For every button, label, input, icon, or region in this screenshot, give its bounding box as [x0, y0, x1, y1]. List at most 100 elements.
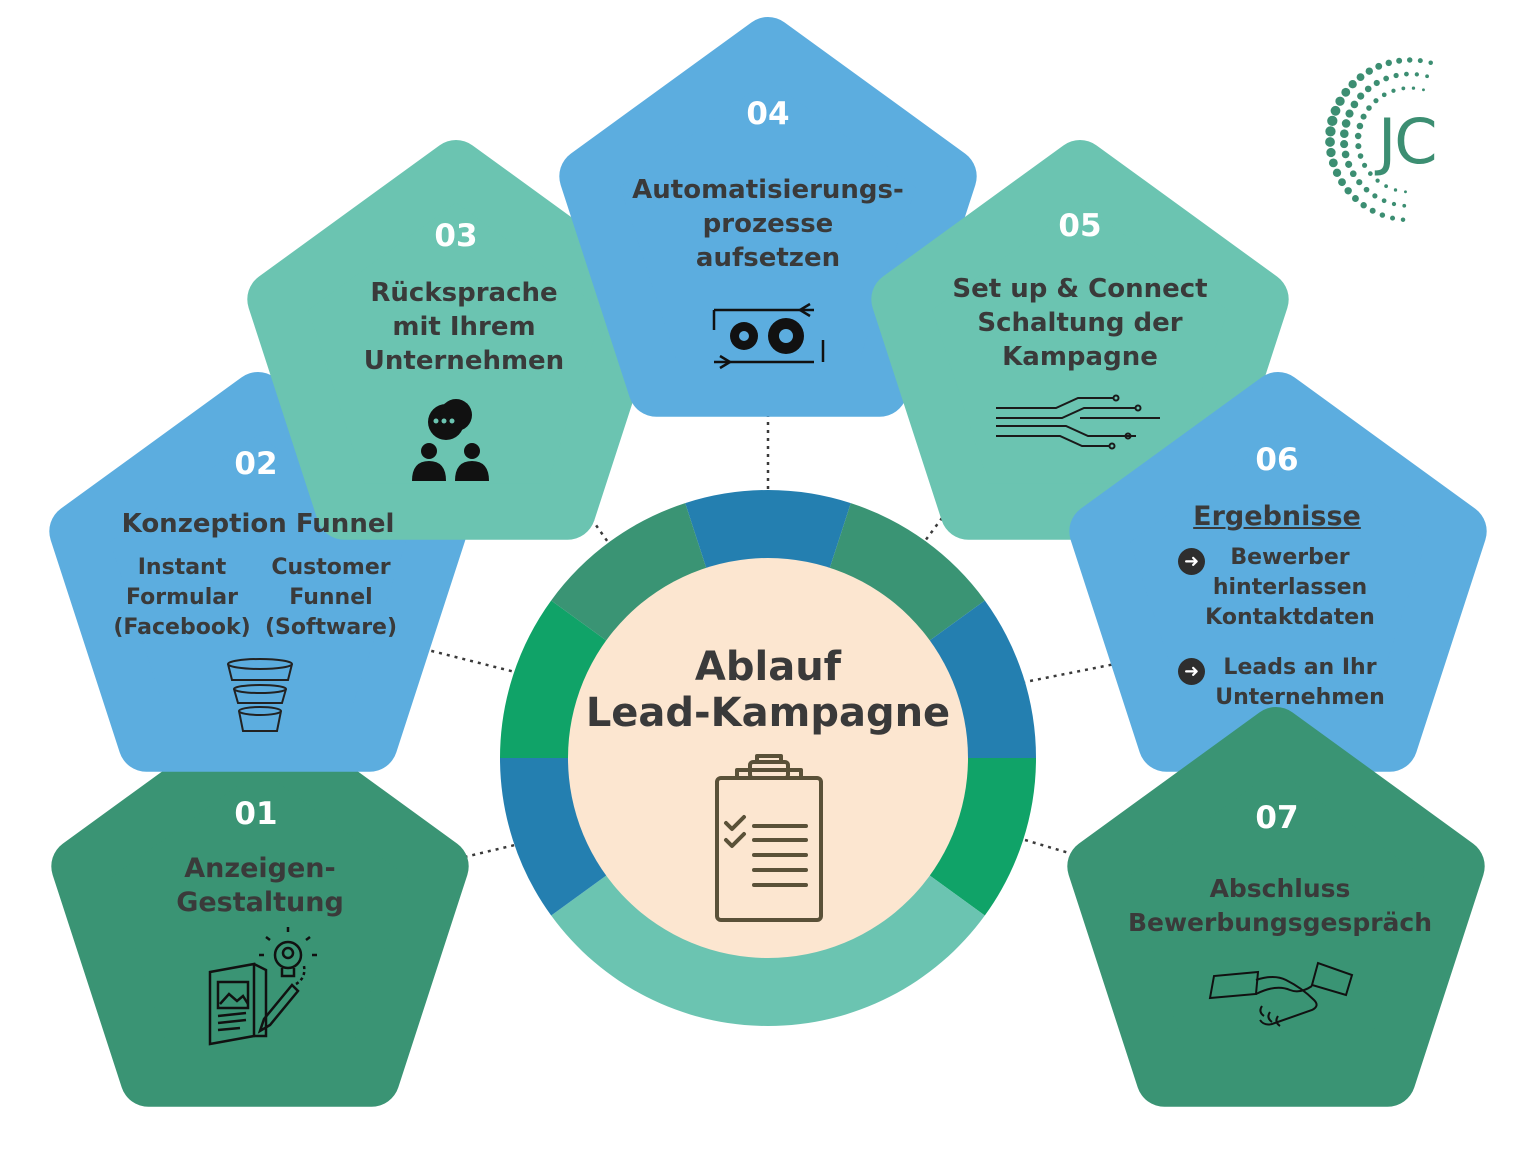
- logo-dot: [1404, 190, 1407, 194]
- logo-dot: [1401, 86, 1406, 91]
- logo-dot: [1425, 74, 1429, 79]
- logo-dot: [1422, 88, 1425, 92]
- logo-dot: [1348, 80, 1357, 89]
- logo-dot: [1335, 96, 1345, 106]
- logo-dot: [1396, 57, 1403, 64]
- gears-icon: [712, 302, 825, 370]
- step-06-bullet-1-text: Bewerber hinterlassen Kontaktdaten: [1205, 545, 1375, 630]
- logo-dot: [1365, 67, 1373, 75]
- logo-dot: [1357, 153, 1364, 159]
- logo-dot: [1369, 207, 1376, 214]
- ring-segment: [500, 758, 608, 916]
- step-04-title: Automatisierungs- prozesse aufsetzen: [632, 175, 904, 273]
- step-01-number: 01: [234, 796, 278, 832]
- pentagon-step-07: [1067, 707, 1485, 1107]
- step-02-number: 02: [234, 446, 278, 482]
- logo-dot: [1411, 86, 1416, 90]
- logo-dot: [1367, 171, 1373, 176]
- logo-dot: [1338, 178, 1346, 187]
- step-02-option-right: Customer Funnel (Software): [264, 555, 398, 640]
- step-02-option-left: Instant Formular (Facebook): [113, 555, 251, 640]
- logo-dot: [1379, 212, 1386, 218]
- logo-dot: [1383, 75, 1389, 82]
- step-06-title: Ergebnisse: [1193, 501, 1361, 532]
- ring-segment: [829, 503, 985, 642]
- circuit-icon: [996, 394, 1160, 450]
- logo-dot: [1345, 109, 1354, 118]
- logo-dot: [1345, 160, 1353, 168]
- logo-dot: [1384, 184, 1388, 189]
- handshake-icon: [1208, 961, 1354, 1027]
- logo-dot: [1393, 188, 1398, 192]
- step-05-title: Set up & Connect Schaltung der Kampagne: [952, 274, 1208, 372]
- logo-dot: [1400, 217, 1406, 222]
- ring-segment: [928, 758, 1036, 916]
- logo-dot: [1428, 60, 1433, 65]
- logo-dot: [1344, 187, 1352, 195]
- logo-dot: [1340, 140, 1349, 149]
- logo-dot: [1393, 72, 1399, 79]
- logo-dot: [1360, 202, 1367, 209]
- logo-dot: [1363, 186, 1370, 193]
- logo-dot: [1341, 150, 1350, 159]
- logo-dot: [1350, 100, 1359, 109]
- logo-dot: [1351, 195, 1359, 202]
- logo-dot: [1355, 143, 1362, 150]
- step-03-title: Rücksprache mit Ihrem Unternehmen: [363, 278, 565, 376]
- ring-segment: [685, 490, 851, 570]
- ring-segment: [551, 503, 707, 642]
- logo-dot: [1373, 98, 1379, 104]
- logo-dot: [1391, 88, 1396, 93]
- funnel-icon: [227, 658, 293, 732]
- pentagon-step-01: [51, 707, 469, 1107]
- logo-dot: [1340, 129, 1349, 138]
- logo-dot: [1325, 126, 1336, 137]
- logo-dot: [1364, 85, 1372, 93]
- clipboard-icon: [715, 754, 823, 922]
- logo-dot: [1328, 158, 1338, 168]
- ring-segment: [928, 600, 1036, 758]
- logo-dot: [1326, 147, 1336, 158]
- ring: [500, 490, 1036, 1026]
- step-06-bullet-2: ➜ Leads an Ihr Unternehmen: [1170, 653, 1430, 713]
- step-07-number: 07: [1255, 800, 1299, 836]
- logo-dot: [1325, 137, 1335, 147]
- logo-dot: [1341, 119, 1351, 128]
- logo-dot: [1404, 71, 1409, 77]
- ad-design-icon: [208, 927, 317, 1046]
- logo-dot: [1375, 62, 1383, 70]
- step-06-bullet-1: ➜ Bewerber hinterlassen Kontaktdaten: [1160, 543, 1420, 633]
- step-05-number: 05: [1058, 208, 1102, 244]
- logo-dot: [1381, 92, 1387, 98]
- step-07-title: Abschluss Bewerbungsgespräch: [1127, 874, 1433, 937]
- logo-dot: [1406, 57, 1413, 63]
- step-06-number: 06: [1255, 442, 1299, 478]
- ring-segment: [500, 600, 608, 758]
- logo-dot: [1356, 179, 1363, 186]
- step-02-title: Konzeption Funnel: [121, 509, 395, 539]
- logo-dot: [1354, 132, 1362, 140]
- logo-dot: [1327, 115, 1338, 127]
- logo-mark: [1325, 57, 1433, 222]
- logo-dot: [1390, 215, 1396, 221]
- logo-dot: [1341, 87, 1351, 97]
- logo: JC: [1378, 105, 1438, 178]
- logo-dot: [1356, 73, 1365, 82]
- logo-dot: [1381, 198, 1387, 204]
- logo-dot: [1375, 178, 1380, 183]
- logo-dot: [1373, 79, 1380, 87]
- arrow-right-icon: ➜: [1178, 658, 1205, 685]
- step-04-number: 04: [746, 96, 790, 132]
- logo-dot: [1356, 122, 1364, 130]
- pentagon-step-04: [559, 17, 977, 417]
- logo-dot: [1417, 58, 1423, 64]
- arrow-right-icon: ➜: [1178, 548, 1205, 575]
- page-title: Ablauf Lead-Kampagne: [585, 644, 951, 736]
- logo-dot: [1330, 105, 1341, 116]
- step-03-number: 03: [434, 218, 478, 254]
- logo-dot: [1357, 92, 1365, 100]
- logo-dot: [1366, 105, 1372, 111]
- logo-dot: [1349, 170, 1357, 178]
- logo-dot: [1402, 203, 1407, 208]
